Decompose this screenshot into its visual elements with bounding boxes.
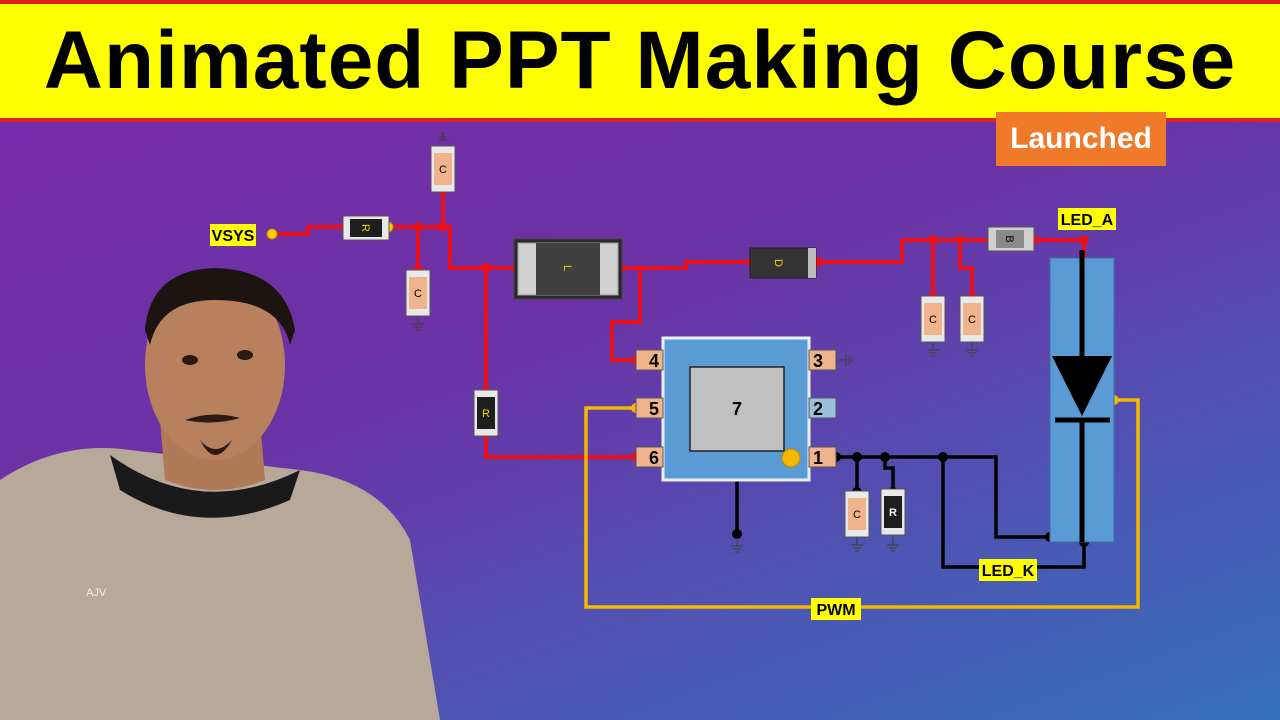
bead-label: B [1003, 235, 1015, 242]
capacitor: C [959, 295, 985, 343]
pwm-wire [584, 398, 1140, 609]
capacitor-label: C [414, 288, 422, 300]
capacitor: C [920, 295, 946, 343]
diode-label: D [772, 259, 784, 267]
title-banner: Animated PPT Making Course [0, 0, 1280, 122]
ic-pin-6: 6 [649, 448, 659, 468]
led-string [1049, 250, 1115, 543]
capacitor-label: C [929, 314, 937, 326]
ferrite-bead: B [987, 226, 1035, 252]
capacitor-label: C [853, 509, 861, 521]
capacitor: C [405, 269, 431, 317]
inductor-label: L [561, 265, 573, 271]
net-label-vsys-text: VSYS [212, 228, 255, 245]
net-label-led-k-text: LED_K [982, 563, 1035, 580]
led-diode-icon [1052, 356, 1112, 416]
capacitor-label: C [439, 164, 447, 176]
ic-pin-4: 4 [649, 351, 659, 371]
presenter-photo: AJV [0, 268, 440, 720]
course-title: Animated PPT Making Course [43, 15, 1237, 106]
ic-pin-3: 3 [813, 351, 823, 371]
ground-symbols [412, 132, 978, 553]
capacitor: C [430, 145, 456, 193]
driver-ic: 7 4 5 6 3 2 1 [635, 336, 837, 482]
diode: D [749, 247, 817, 279]
capacitor-label: C [968, 314, 976, 326]
ic-pin-1: 1 [813, 448, 823, 468]
ic-pin-5: 5 [649, 399, 659, 419]
resistor: R [880, 488, 906, 536]
net-label-pwm: PWM [811, 598, 861, 620]
resistor-label: R [889, 507, 897, 519]
inductor: L [513, 238, 623, 300]
capacitor: C [844, 490, 870, 538]
resistor: R [473, 389, 499, 437]
net-label-vsys: VSYS [210, 224, 256, 246]
resistor: R [342, 215, 390, 241]
shirt-logo: AJV [86, 587, 107, 599]
ic-pin-2: 2 [813, 399, 823, 419]
net-label-led-a: LED_A [1058, 208, 1116, 230]
resistor-label: R [482, 408, 490, 420]
net-label-pwm-text: PWM [816, 602, 855, 619]
net-label-led-a-text: LED_A [1061, 212, 1114, 229]
launched-badge: Launched [996, 112, 1166, 166]
ic-center-pin: 7 [732, 399, 742, 419]
resistor-label: R [359, 224, 371, 232]
net-label-led-k: LED_K [979, 559, 1037, 581]
